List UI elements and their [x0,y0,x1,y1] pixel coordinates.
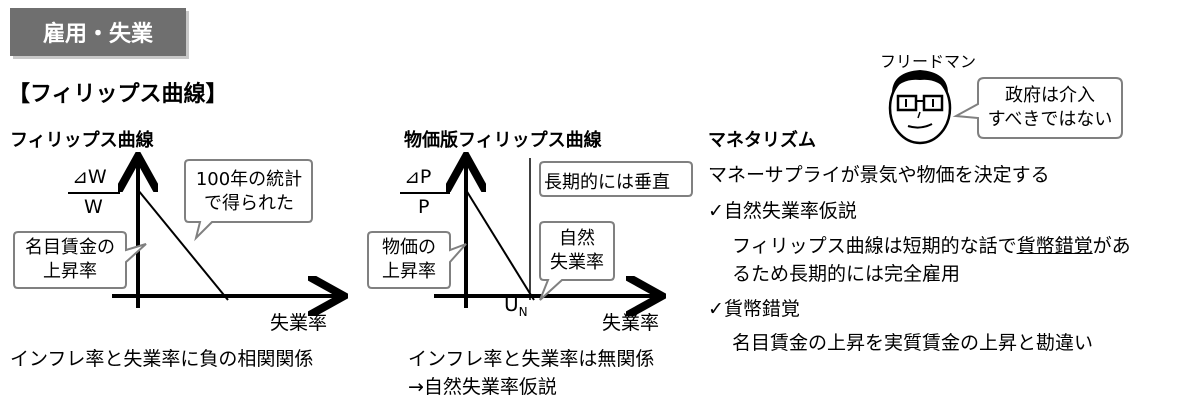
natural-rate-bubble [539,221,615,301]
right-ylabel-numerator: ⊿P [404,166,432,188]
right-caption-line2: →自然失業率仮説 [408,376,557,398]
section-badge: 雇用・失業 [10,8,186,56]
stat-bubble [184,159,313,242]
price-bubble-text: 物価の上昇率 [382,237,436,282]
left-phillips-curve [137,189,229,301]
wage-bubble-text: 名目賃金の上昇率 [25,237,115,282]
right-phillips-curve [465,189,535,301]
price-bubble [367,231,467,289]
left-ylabel-numerator: ⊿W [72,166,107,188]
money-illusion-detail: 名目賃金の上昇を実質賃金の上昇と勘違い [732,332,1094,354]
section-title: 【フィリップス曲線】 [8,82,228,107]
left-chart [13,159,340,308]
natural-rate-bubble-text: 自然失業率 [550,228,604,273]
left-chart-title: フィリップス曲線 [10,130,154,151]
friedman-speech-bubble [952,77,1123,139]
right-chart-title: 物価版フィリップス曲線 [404,130,602,151]
right-caption-line1: インフレ率と失業率は無関係 [408,348,655,370]
right-ylabel-denominator: P [418,196,430,218]
stat-bubble-text: 100年の統計で得られた [195,169,303,214]
friedman-face-icon [888,70,952,145]
monetarism-line1: マネーサプライが景気や物価を決定する [708,164,1050,186]
friedman-name: フリードマン [880,52,977,71]
vertical-bubble-text: 長期的には垂直 [544,172,670,193]
check-money-illusion: ✓貨幣錯覚 [708,298,800,320]
right-chart [367,158,693,308]
wage-bubble [13,231,147,289]
natural-rate-detail-line2: るため長期的には完全雇用 [732,263,961,285]
right-xlabel: 失業率 [602,312,660,334]
friedman-speech-text: 政府は介入すべきではない [987,85,1113,130]
left-ylabel-denominator: W [84,196,103,218]
natural-unemployment-label: UN [504,292,528,319]
vertical-bubble [539,161,693,197]
monetarism-title: マネタリズム [708,130,816,151]
left-caption: インフレ率と失業率に負の相関関係 [10,348,314,370]
check-natural-rate: ✓自然失業率仮説 [708,200,857,222]
left-xlabel: 失業率 [270,312,328,334]
natural-rate-detail-line1: フィリップス曲線は短期的な話で貨幣錯覚があ [732,235,1131,257]
